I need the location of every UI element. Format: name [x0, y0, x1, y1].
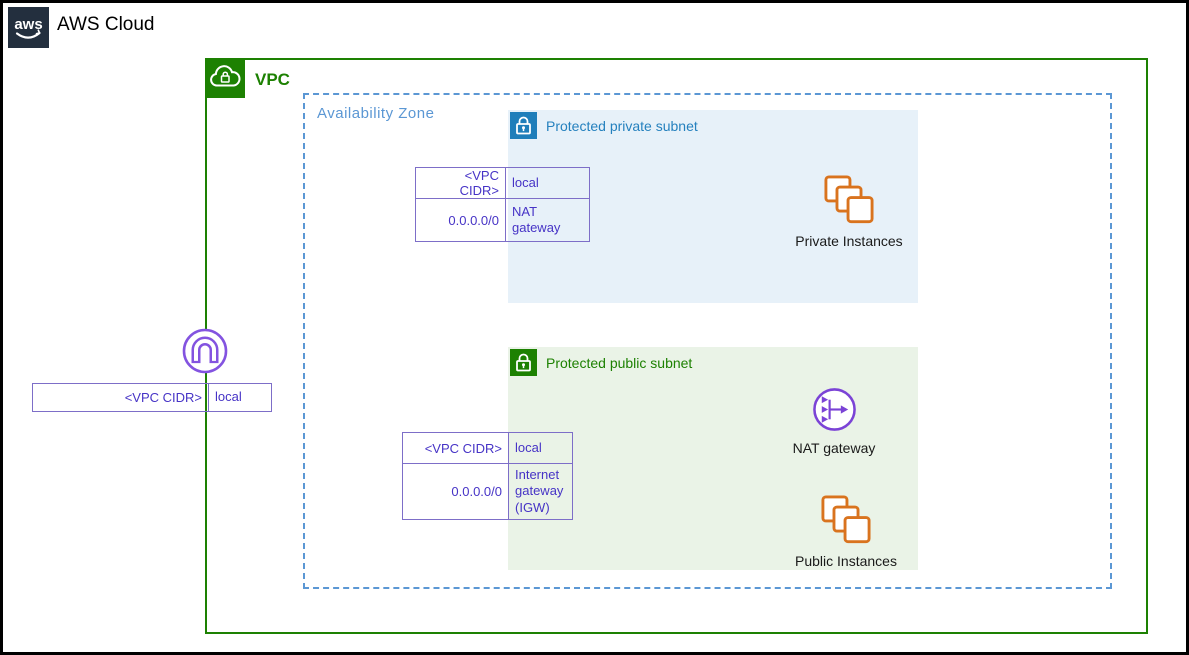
route-destination: <VPC CIDR> [416, 168, 506, 198]
route-destination: <VPC CIDR> [33, 384, 209, 411]
vpc-icon [205, 58, 245, 98]
private-subnet-lock-icon [510, 112, 537, 139]
private-subnet-title: Protected private subnet [546, 118, 698, 134]
nat-gateway-label: NAT gateway [792, 440, 876, 456]
private-instances-label: Private Instances [795, 233, 903, 249]
vpc-container: VPC [205, 58, 1148, 634]
availability-zone-title: Availability Zone [317, 105, 435, 122]
route-target: Internet gateway (IGW) [509, 463, 572, 519]
aws-cloud-title: AWS Cloud [57, 14, 155, 35]
route-target: local [512, 174, 539, 190]
vpc-route-table: <VPC CIDR> local [32, 383, 272, 412]
route-destination: 0.0.0.0/0 [416, 198, 506, 241]
public-subnet-lock-icon [510, 349, 537, 376]
public-instances-label: Public Instances [795, 553, 897, 569]
route-target: local [515, 439, 542, 455]
aws-smile-logo-icon: aws [14, 16, 43, 39]
nat-gateway-icon [812, 388, 856, 431]
availability-zone-container: Availability Zone [303, 93, 1112, 589]
private-route-table: <VPC CIDR> local 0.0.0.0/0 NAT gateway [415, 167, 590, 242]
instances-icon [821, 495, 871, 544]
private-instances-node: Private Instances [778, 175, 920, 249]
vpc-gateway-icon [182, 328, 228, 374]
magnet-circle-icon [182, 328, 228, 374]
public-subnet-title: Protected public subnet [546, 355, 693, 371]
nat-gateway-node: NAT gateway [768, 387, 900, 456]
route-destination: 0.0.0.0/0 [403, 463, 509, 519]
vpc-title: VPC [255, 70, 290, 89]
aws-logo-icon: aws [8, 7, 49, 48]
svg-text:aws: aws [14, 16, 42, 33]
route-target: NAT gateway [506, 198, 589, 241]
instances-icon [824, 175, 874, 224]
route-destination: <VPC CIDR> [403, 433, 509, 463]
route-target: local [215, 389, 242, 405]
public-route-table: <VPC CIDR> local 0.0.0.0/0 Internet gate… [402, 432, 573, 520]
cloud-lock-icon [210, 65, 241, 87]
public-instances-node: Public Instances [775, 495, 917, 569]
